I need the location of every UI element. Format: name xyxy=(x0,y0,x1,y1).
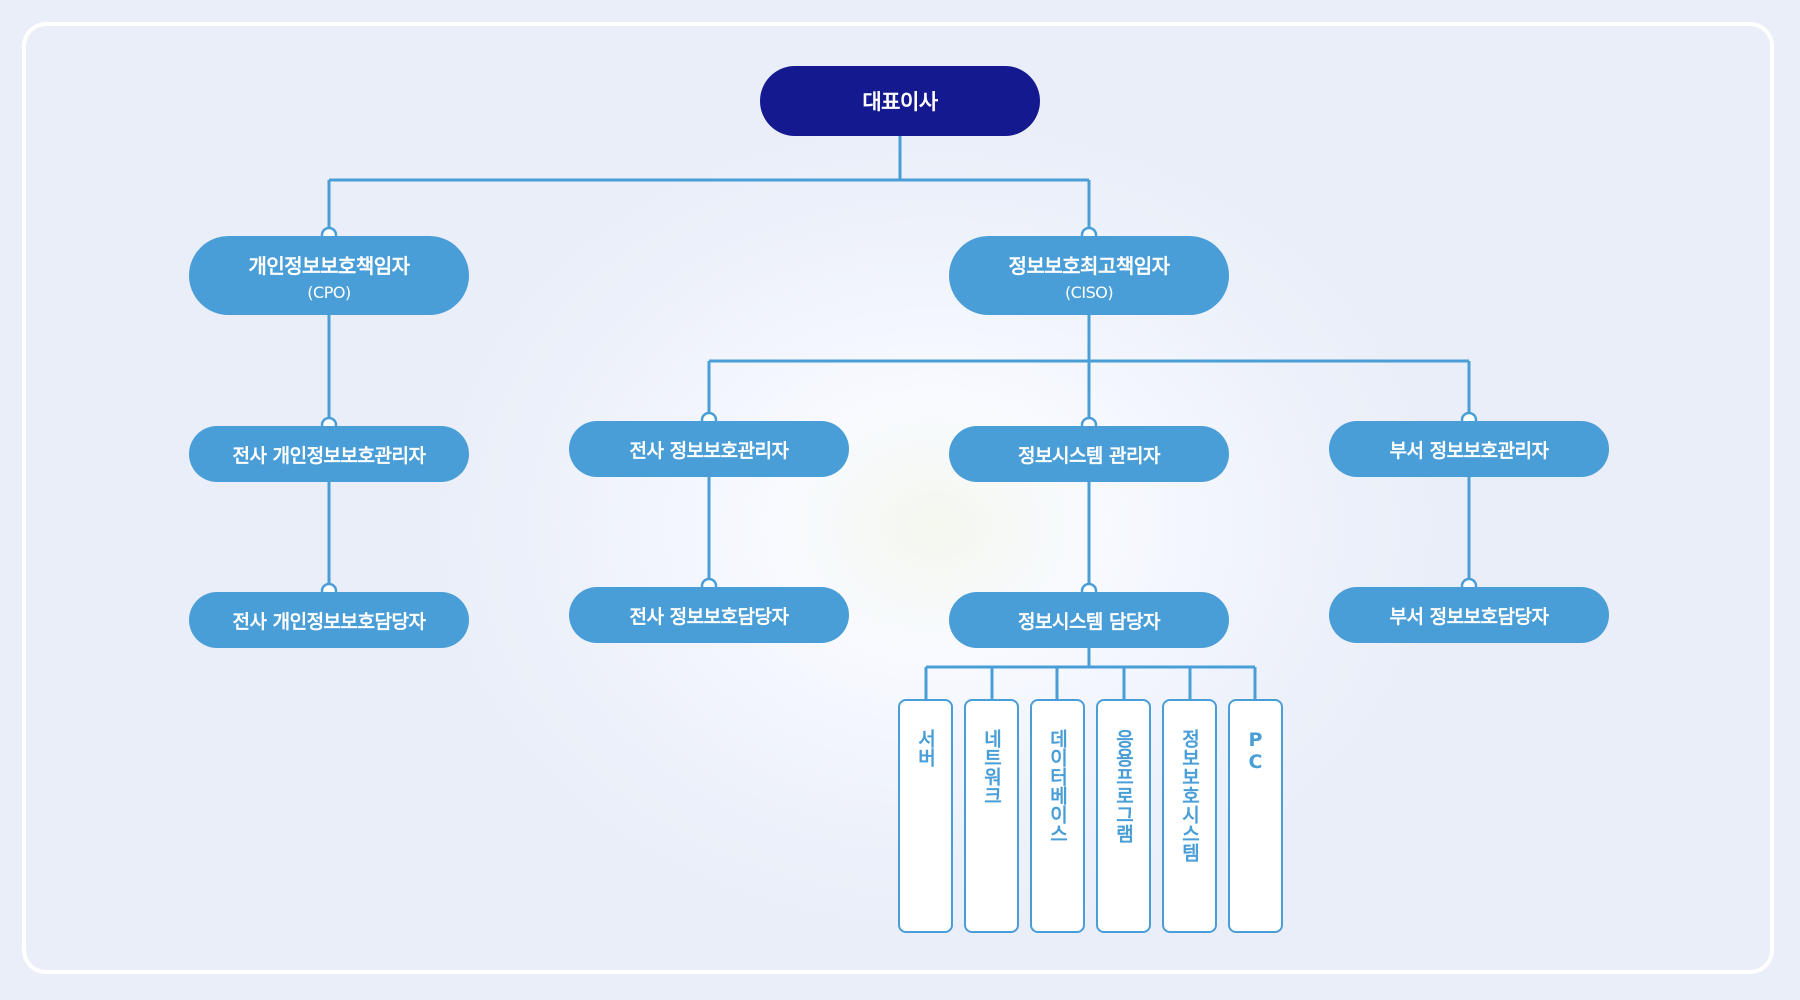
node-ciso: 정보보호최고책임자 (CISO) xyxy=(949,236,1229,315)
system-box-pc: PC xyxy=(1228,699,1283,933)
node-ceo: 대표이사 xyxy=(760,66,1040,136)
node-dept-manager-label: 부서 정보보호관리자 xyxy=(1389,439,1549,462)
node-ciso-sub: (CISO) xyxy=(1064,282,1114,302)
system-label: 데이터베이스 xyxy=(1046,729,1069,843)
node-cpo-label: 개인정보보호책임자 xyxy=(248,253,410,278)
node-ceo-label: 대표이사 xyxy=(862,90,938,114)
system-box-database: 데이터베이스 xyxy=(1030,699,1085,933)
node-sys-manager-label: 정보시스템 관리자 xyxy=(1018,444,1160,467)
system-label: 응용프로그램 xyxy=(1112,729,1135,843)
node-cpo-manager: 전사 개인정보보호관리자 xyxy=(189,426,469,482)
node-sys-staff: 정보시스템 담당자 xyxy=(949,592,1229,648)
node-dept-manager: 부서 정보보호관리자 xyxy=(1329,421,1609,477)
node-cpo-manager-label: 전사 개인정보보호관리자 xyxy=(232,444,426,467)
node-sec-staff-label: 전사 정보보호담당자 xyxy=(629,605,789,628)
system-box-server: 서버 xyxy=(898,699,953,933)
node-sys-manager: 정보시스템 관리자 xyxy=(949,426,1229,482)
node-dept-staff-label: 부서 정보보호담당자 xyxy=(1389,605,1549,628)
node-cpo-staff-label: 전사 개인정보보호담당자 xyxy=(232,610,426,633)
node-sec-manager: 전사 정보보호관리자 xyxy=(569,421,849,477)
node-sys-staff-label: 정보시스템 담당자 xyxy=(1018,610,1160,633)
node-dept-staff: 부서 정보보호담당자 xyxy=(1329,587,1609,643)
system-label: 정보보호시스템 xyxy=(1178,729,1201,862)
system-box-network: 네트워크 xyxy=(964,699,1019,933)
system-label: PC xyxy=(1244,729,1267,773)
system-label: 서버 xyxy=(914,729,937,767)
node-sec-staff: 전사 정보보호담당자 xyxy=(569,587,849,643)
node-cpo-staff: 전사 개인정보보호담당자 xyxy=(189,592,469,648)
node-ciso-label: 정보보호최고책임자 xyxy=(1008,253,1170,278)
node-cpo: 개인정보보호책임자 (CPO) xyxy=(189,236,469,315)
system-box-application: 응용프로그램 xyxy=(1096,699,1151,933)
node-sec-manager-label: 전사 정보보호관리자 xyxy=(629,439,789,462)
system-box-security-system: 정보보호시스템 xyxy=(1162,699,1217,933)
node-cpo-sub: (CPO) xyxy=(307,282,351,302)
system-label: 네트워크 xyxy=(980,729,1003,805)
